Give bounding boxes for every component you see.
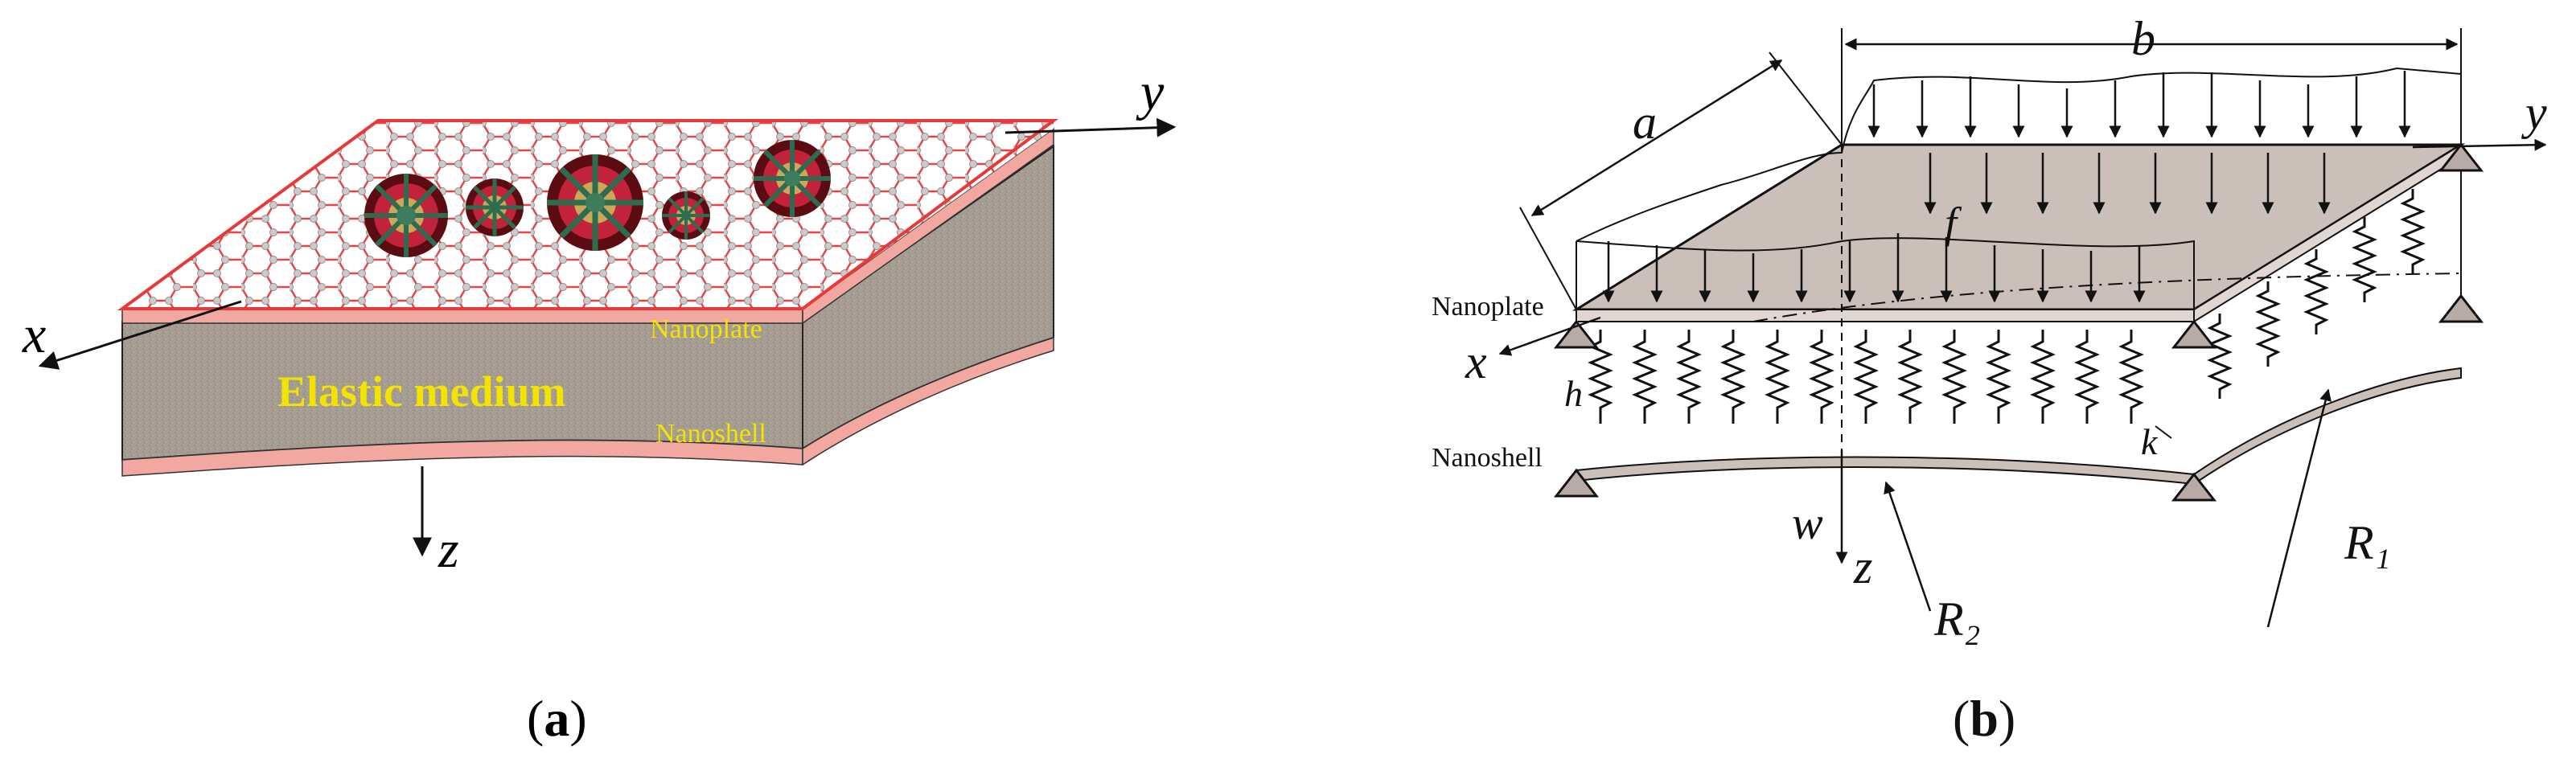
centre-dash-dot-line bbox=[1752, 273, 2462, 322]
nanoplate-front-edge bbox=[1576, 309, 2195, 322]
dimension-a-tick-top bbox=[1769, 51, 1843, 146]
nanoparticle bbox=[466, 178, 524, 236]
axis-z-label: z bbox=[438, 520, 459, 579]
radius-r2-pointer bbox=[1884, 481, 1932, 612]
support-triangle bbox=[1553, 468, 1600, 498]
k-label: k bbox=[2141, 421, 2159, 462]
nanoshell-label-b: Nanoshell bbox=[1432, 443, 1543, 473]
graphene-outline bbox=[117, 119, 1058, 310]
load-envelope-front bbox=[1576, 237, 2195, 310]
axis-x-arrow-b bbox=[1498, 316, 1601, 356]
supports bbox=[1553, 142, 2484, 502]
dimension-a-arrow bbox=[1530, 59, 1783, 217]
springs-side bbox=[2207, 189, 2426, 399]
axis-z-label-b: z bbox=[1853, 540, 1872, 593]
nanoparticle bbox=[364, 174, 448, 257]
nanoparticle bbox=[754, 140, 831, 217]
panel-a: x y z Nanoplate Nanoshell Elastic medium… bbox=[22, 63, 1177, 747]
nanoshell-front bbox=[1576, 456, 2195, 486]
nanoshell-label: Nanoshell bbox=[655, 419, 766, 449]
axis-x-label-b: x bbox=[1465, 335, 1487, 388]
caption-b: (b) bbox=[1953, 690, 2015, 747]
axis-y-label: y bbox=[1136, 63, 1165, 121]
axis-y-arrow bbox=[1005, 117, 1177, 137]
caption-a: (a) bbox=[527, 690, 587, 747]
h-label: h bbox=[1564, 373, 1583, 414]
nanoplate-right-strip bbox=[802, 127, 1054, 325]
nanoplate-label: Nanoplate bbox=[650, 314, 762, 344]
support-triangle bbox=[1553, 319, 1600, 349]
support-triangle bbox=[2438, 293, 2484, 323]
dimension-b-label: b bbox=[2131, 12, 2155, 65]
nanoshell-side bbox=[2193, 367, 2462, 486]
support-triangle bbox=[2171, 472, 2217, 502]
panel-b-labels: a b y x z f w h k Nanoplate Nanoshell R₁… bbox=[1432, 12, 2547, 747]
axis-y-arrow-b bbox=[2412, 138, 2547, 151]
deflection-w-label: w bbox=[1792, 497, 1823, 549]
nanoparticle bbox=[662, 191, 710, 240]
radius-r2-label: R₂ bbox=[1933, 593, 1981, 646]
axis-y-label-b: y bbox=[2521, 86, 2547, 139]
dimension-a-label: a bbox=[1633, 96, 1657, 149]
axis-x-arrow bbox=[38, 300, 242, 370]
panel-b bbox=[1498, 28, 2547, 628]
k-pointer bbox=[2155, 425, 2172, 439]
radius-r1-pointer bbox=[2266, 388, 2332, 628]
nanoparticles bbox=[364, 140, 831, 257]
axis-x-label: x bbox=[22, 306, 46, 364]
radius-r1-label: R₁ bbox=[2344, 516, 2391, 569]
dimension-a-tick-bottom bbox=[1519, 207, 1577, 310]
elastic-medium-label: Elastic medium bbox=[277, 367, 566, 416]
springs-front bbox=[1588, 330, 2144, 424]
load-arrows bbox=[1602, 71, 2411, 303]
nanoparticle bbox=[547, 154, 643, 251]
support-triangle bbox=[2171, 319, 2217, 349]
nanoplate-label-b: Nanoplate bbox=[1432, 292, 1544, 322]
nanoshell-right-strip bbox=[802, 336, 1054, 466]
